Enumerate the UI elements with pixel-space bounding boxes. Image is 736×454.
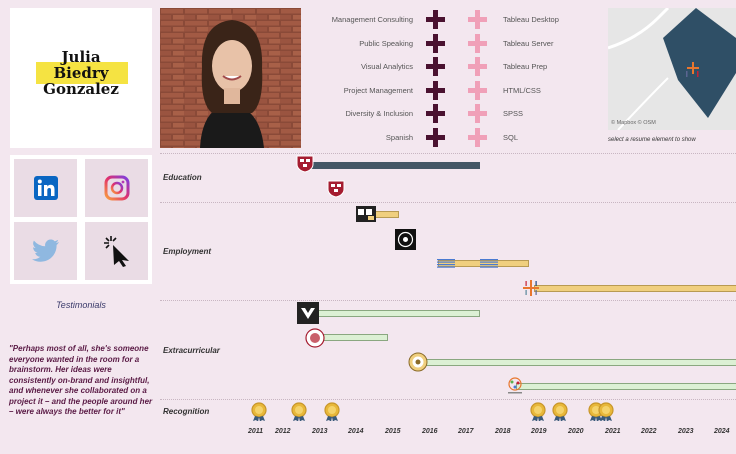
light-plus-icon — [468, 34, 487, 53]
award-medal-icon[interactable] — [597, 401, 615, 421]
year-label: 2015 — [385, 428, 401, 435]
light-plus-icon — [468, 57, 487, 76]
dark-plus-icon — [426, 128, 445, 147]
year-label: 2019 — [531, 428, 547, 435]
dark-plus-icon — [426, 57, 445, 76]
employer-logo-icon[interactable] — [395, 229, 416, 250]
location-map[interactable] — [608, 8, 736, 130]
year-label: 2024 — [714, 428, 730, 435]
section-recognition: Recognition — [163, 407, 210, 416]
extracurricular-bar[interactable] — [424, 359, 736, 366]
middle-name: Biedry — [53, 64, 109, 82]
twitter-cell[interactable] — [14, 222, 77, 280]
light-plus-icon — [468, 104, 487, 123]
ibm-logo-icon[interactable] — [480, 258, 498, 268]
skill-sql[interactable]: SQL — [503, 133, 519, 142]
year-label: 2022 — [641, 428, 657, 435]
skill-management-consulting[interactable]: Management Consulting — [331, 15, 413, 24]
skill-spss[interactable]: SPSS — [503, 109, 524, 118]
employment-bar[interactable] — [534, 285, 736, 292]
organization-logo-icon[interactable] — [506, 376, 524, 396]
dark-plus-icon — [426, 81, 445, 100]
award-medal-icon[interactable] — [250, 401, 268, 421]
award-medal-icon[interactable] — [323, 401, 341, 421]
light-plus-icon — [468, 128, 487, 147]
tableau-marker-icon — [686, 62, 699, 77]
award-medal-icon[interactable] — [529, 401, 547, 421]
harvard-shield-icon[interactable] — [296, 155, 314, 173]
map-credit: © Mapbox © OSM — [611, 120, 656, 126]
education-bar[interactable] — [304, 162, 480, 169]
first-name: Julia — [61, 48, 101, 66]
year-label: 2013 — [312, 428, 328, 435]
skill-tableau-desktop[interactable]: Tableau Desktop — [503, 15, 559, 24]
organization-seal-icon[interactable] — [408, 352, 428, 372]
twitter-icon[interactable] — [32, 239, 60, 263]
social-links-panel — [10, 155, 152, 284]
portfolio-cell[interactable] — [85, 222, 148, 280]
year-label: 2018 — [495, 428, 511, 435]
testimonials-title: Testimonials — [56, 300, 106, 310]
year-label: 2020 — [568, 428, 584, 435]
cursor-click-icon[interactable] — [103, 235, 133, 267]
selection-hint: select a resume element to show — [608, 137, 696, 143]
linkedin-icon[interactable] — [34, 176, 58, 200]
dark-plus-icon — [426, 104, 445, 123]
timeline-divider — [160, 153, 736, 154]
year-label: 2011 — [248, 428, 264, 435]
instagram-cell[interactable] — [85, 159, 148, 217]
section-education: Education — [163, 173, 202, 182]
skill-tableau-prep[interactable]: Tableau Prep — [503, 62, 548, 71]
timeline-divider — [160, 300, 736, 301]
ibm-logo-icon[interactable] — [437, 258, 455, 268]
organization-logo-icon[interactable] — [297, 302, 319, 324]
map-region[interactable] — [663, 8, 736, 118]
section-extracurricular: Extracurricular — [163, 346, 220, 355]
skill-public-speaking[interactable]: Public Speaking — [359, 39, 413, 48]
year-label: 2016 — [422, 428, 438, 435]
light-plus-icon — [468, 10, 487, 29]
year-label: 2017 — [458, 428, 474, 435]
last-name: Gonzalez — [43, 80, 119, 98]
skill-diversity-inclusion[interactable]: Diversity & Inclusion — [345, 109, 413, 118]
year-label: 2012 — [275, 428, 291, 435]
skill-visual-analytics[interactable]: Visual Analytics — [361, 62, 413, 71]
portrait-photo — [160, 8, 301, 148]
year-label: 2021 — [605, 428, 621, 435]
name-title: Julia Biedry Gonzalez — [10, 49, 152, 97]
skill-html-css[interactable]: HTML/CSS — [503, 86, 541, 95]
skill-plus-icons — [426, 10, 487, 147]
award-medal-icon[interactable] — [551, 401, 569, 421]
employer-logo-icon[interactable] — [356, 206, 376, 222]
dark-plus-icon — [426, 34, 445, 53]
skill-spanish[interactable]: Spanish — [385, 133, 413, 142]
dark-plus-icon — [426, 10, 445, 29]
extracurricular-bar[interactable] — [516, 383, 736, 390]
tableau-logo-icon[interactable] — [522, 279, 540, 297]
skill-tableau-server[interactable]: Tableau Server — [503, 39, 554, 48]
skill-project-management[interactable]: Project Management — [343, 86, 413, 95]
extracurricular-bar[interactable] — [315, 310, 480, 317]
testimonial-quote: "Perhaps most of all, she's someone ever… — [9, 344, 153, 416]
section-employment: Employment — [163, 247, 212, 256]
organization-seal-icon[interactable] — [305, 328, 325, 348]
instagram-icon[interactable] — [104, 175, 130, 201]
linkedin-cell[interactable] — [14, 159, 77, 217]
year-label: 2023 — [678, 428, 694, 435]
award-medal-icon[interactable] — [290, 401, 308, 421]
timeline-divider — [160, 399, 736, 400]
extracurricular-bar[interactable] — [322, 334, 388, 341]
timeline-divider — [160, 202, 736, 203]
light-plus-icon — [468, 81, 487, 100]
year-label: 2014 — [348, 428, 364, 435]
harvard-shield-icon[interactable] — [327, 180, 345, 198]
name-highlight — [36, 62, 128, 84]
